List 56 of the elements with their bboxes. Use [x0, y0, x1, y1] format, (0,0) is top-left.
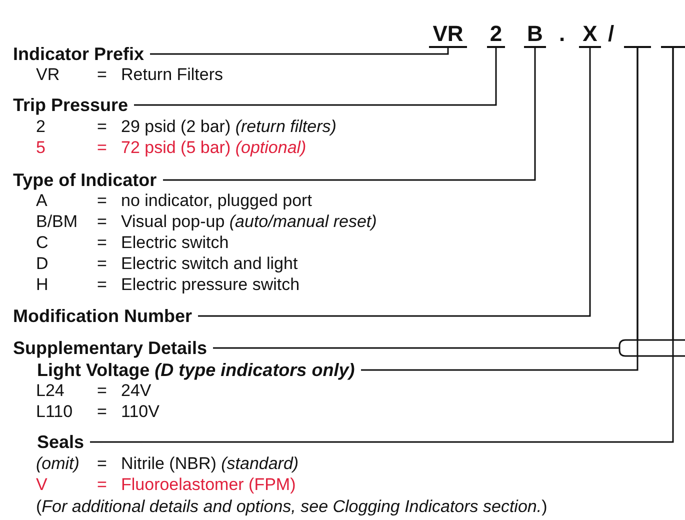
- option-code: VR: [36, 65, 60, 85]
- equals-sign: =: [97, 275, 107, 295]
- equals-sign: =: [97, 402, 107, 422]
- option-description: Return Filters: [121, 65, 224, 85]
- leader-line: [134, 48, 497, 106]
- leader-line: [163, 48, 536, 181]
- equals-sign: =: [97, 381, 107, 401]
- section-heading: Indicator Prefix: [13, 44, 144, 64]
- code-letter: X: [579, 22, 601, 48]
- option-code: D: [36, 254, 48, 274]
- section-heading: Light Voltage (D type indicators only): [37, 360, 355, 380]
- equals-sign: =: [97, 233, 107, 253]
- option-description: Electric pressure switch: [121, 275, 300, 295]
- equals-sign: =: [97, 191, 107, 211]
- section-heading: Modification Number: [13, 306, 192, 326]
- equals-sign: =: [97, 65, 107, 85]
- code-letter: 2: [487, 22, 505, 48]
- option-code: H: [36, 275, 48, 295]
- equals-sign: =: [97, 212, 107, 232]
- leader-line: [198, 48, 591, 317]
- section-heading: Trip Pressure: [13, 95, 128, 115]
- code-letter: VR: [429, 22, 467, 48]
- leader-line: [361, 48, 638, 371]
- option-code: B/BM: [36, 212, 78, 232]
- option-description: Electric switch and light: [121, 254, 298, 274]
- option-code: 2: [36, 117, 46, 137]
- section-heading: Seals: [37, 432, 84, 452]
- code-separator: .: [559, 22, 566, 46]
- option-description: 24V: [121, 381, 152, 401]
- option-description: 29 psid (2 bar) (return filters): [121, 117, 336, 137]
- equals-sign: =: [97, 254, 107, 274]
- option-description: no indicator, plugged port: [121, 191, 312, 211]
- option-code: (omit): [36, 454, 80, 474]
- option-code: C: [36, 233, 48, 253]
- option-description: 72 psid (5 bar) (optional): [121, 138, 306, 158]
- section-heading: Supplementary Details: [13, 338, 208, 358]
- option-code: 5: [36, 138, 46, 158]
- code-letter: B: [524, 22, 546, 48]
- option-code: L24: [36, 381, 64, 401]
- option-description: Fluoroelastomer (FPM): [121, 475, 296, 495]
- option-code: V: [36, 475, 48, 495]
- equals-sign: =: [97, 475, 107, 495]
- equals-sign: =: [97, 454, 107, 474]
- option-description: Electric switch: [121, 233, 229, 253]
- option-description: 110V: [121, 402, 160, 422]
- code-separator: /: [608, 22, 614, 46]
- option-description: Nitrile (NBR) (standard): [121, 454, 299, 474]
- option-code: L110: [36, 402, 73, 422]
- section-heading: Type of Indicator: [13, 170, 157, 190]
- equals-sign: =: [97, 117, 107, 137]
- option-description: Visual pop-up (auto/manual reset): [121, 212, 377, 232]
- leader-line: [150, 48, 449, 55]
- leader-line: [90, 48, 674, 443]
- equals-sign: =: [97, 138, 107, 158]
- option-code: A: [36, 191, 48, 211]
- footnote: (For additional details and options, see Clogging Indicators section.): [36, 497, 548, 517]
